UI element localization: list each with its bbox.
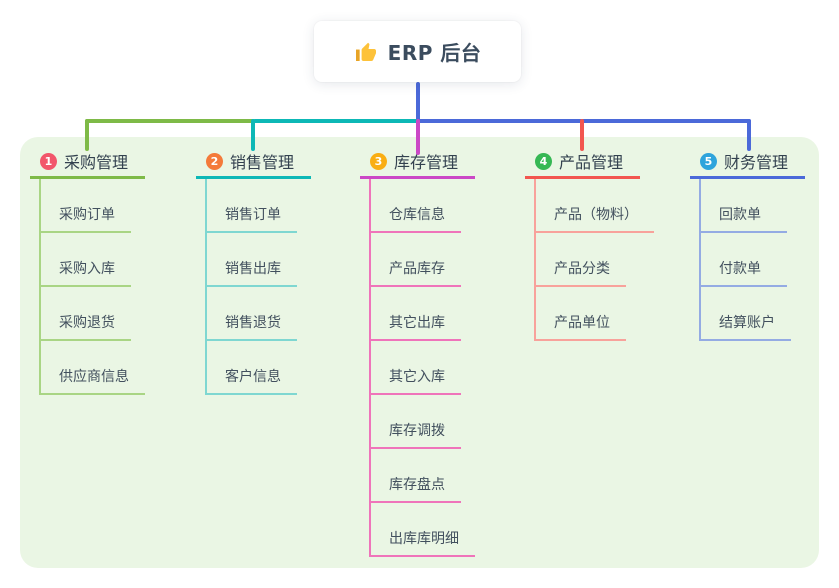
branch-item-label: 出库库明细 [389,531,459,547]
branch-item-list: 产品（物料） 产品分类产品单位 [525,179,654,341]
branch-item-label: 产品库存 [389,261,445,277]
branch-item-label: 采购退货 [59,315,115,331]
branch-item-仓库信息[interactable]: 仓库信息 [369,179,461,233]
branch-item-label: 产品分类 [554,261,610,277]
root-node-title: ERP 后台 [387,41,482,65]
branch-title-label: 产品管理 [559,153,624,172]
branch-title-node[interactable]: 3 库存管理 [360,146,475,179]
branch-item-label: 其它出库 [389,315,445,331]
branch-item-label: 仓库信息 [389,207,445,223]
branch-title-node[interactable]: 5 财务管理 [690,146,805,179]
branch-销售管理: 2 销售管理 销售订单销售出库销售退货客户信息 [196,146,311,395]
branch-库存管理: 3 库存管理 仓库信息产品库存其它出库其它入库库存调拨库存盘点出库库明细 [360,146,475,557]
branch-item-出库库明细[interactable]: 出库库明细 [369,503,475,557]
branch-item-label: 库存盘点 [389,477,445,493]
branch-采购管理: 1 采购管理 采购订单采购入库采购退货供应商信息 [30,146,145,395]
branch-item-客户信息[interactable]: 客户信息 [205,341,297,395]
branch-number-badge: 3 [370,152,387,170]
branch-title-node[interactable]: 1 采购管理 [30,146,145,179]
branch-item-结算账户[interactable]: 结算账户 [699,287,791,341]
branches-panel [20,137,819,568]
branch-item-产品库存[interactable]: 产品库存 [369,233,461,287]
branch-item-销售退货[interactable]: 销售退货 [205,287,297,341]
thumbs-up-icon [355,42,376,61]
branch-item-list: 采购订单采购入库采购退货供应商信息 [30,179,145,395]
branch-title-label: 采购管理 [64,153,129,172]
branch-item-list: 销售订单销售出库销售退货客户信息 [196,179,311,395]
branch-item-销售订单[interactable]: 销售订单 [205,179,297,233]
branch-item-label: 采购订单 [59,207,115,223]
branch-title-label: 财务管理 [724,153,789,172]
connector-horizontal-right [418,119,751,123]
branch-item-其它入库[interactable]: 其它入库 [369,341,461,395]
branch-item-采购入库[interactable]: 采购入库 [39,233,131,287]
branch-item-产品单位[interactable]: 产品单位 [534,287,626,341]
connector-drop-branch1 [85,119,89,151]
branch-item-label: 采购入库 [59,261,115,277]
branch-title-label: 销售管理 [230,153,295,172]
branch-item-label: 其它入库 [389,369,445,385]
branch-title-node[interactable]: 4 产品管理 [525,146,640,179]
trunk-connector-line [416,82,420,123]
branch-item-产品（物料）[interactable]: 产品（物料） [534,179,654,233]
branch-item-list: 仓库信息产品库存其它出库其它入库库存调拨库存盘点出库库明细 [360,179,475,557]
branch-number-badge: 1 [40,152,57,170]
connector-drop-branch2 [251,119,255,151]
connector-drop-branch3 [416,119,420,155]
branch-item-label: 结算账户 [719,315,775,331]
branch-item-采购订单[interactable]: 采购订单 [39,179,131,233]
branch-item-付款单[interactable]: 付款单 [699,233,787,287]
branch-item-label: 销售退货 [225,315,281,331]
branch-item-其它出库[interactable]: 其它出库 [369,287,461,341]
root-node-erp[interactable]: ERP 后台 [314,21,521,82]
branch-item-产品分类[interactable]: 产品分类 [534,233,626,287]
connector-horizontal-branch1 [85,119,255,123]
connector-horizontal-branch2 [253,119,418,123]
branch-item-销售出库[interactable]: 销售出库 [205,233,297,287]
branch-item-供应商信息[interactable]: 供应商信息 [39,341,145,395]
branch-item-label: 销售订单 [225,207,281,223]
branch-number-badge: 4 [535,152,552,170]
branch-item-label: 供应商信息 [59,369,129,385]
branch-item-label: 产品（物料） [554,207,638,223]
branch-item-采购退货[interactable]: 采购退货 [39,287,131,341]
branch-number-badge: 5 [700,152,717,170]
branch-item-label: 付款单 [719,261,761,277]
branch-item-label: 库存调拨 [389,423,445,439]
branch-number-badge: 2 [206,152,223,170]
branch-item-库存盘点[interactable]: 库存盘点 [369,449,461,503]
branch-item-label: 产品单位 [554,315,610,331]
connector-drop-branch5 [747,119,751,151]
branch-item-库存调拨[interactable]: 库存调拨 [369,395,461,449]
branch-财务管理: 5 财务管理 回款单付款单结算账户 [690,146,805,341]
branch-item-list: 回款单付款单结算账户 [690,179,805,341]
branch-title-label: 库存管理 [394,153,459,172]
branch-title-node[interactable]: 2 销售管理 [196,146,311,179]
branch-item-label: 销售出库 [225,261,281,277]
connector-drop-branch4 [580,119,584,151]
branch-item-label: 回款单 [719,207,761,223]
branch-item-label: 客户信息 [225,369,281,385]
branch-产品管理: 4 产品管理 产品（物料） 产品分类产品单位 [525,146,654,341]
branch-item-回款单[interactable]: 回款单 [699,179,787,233]
